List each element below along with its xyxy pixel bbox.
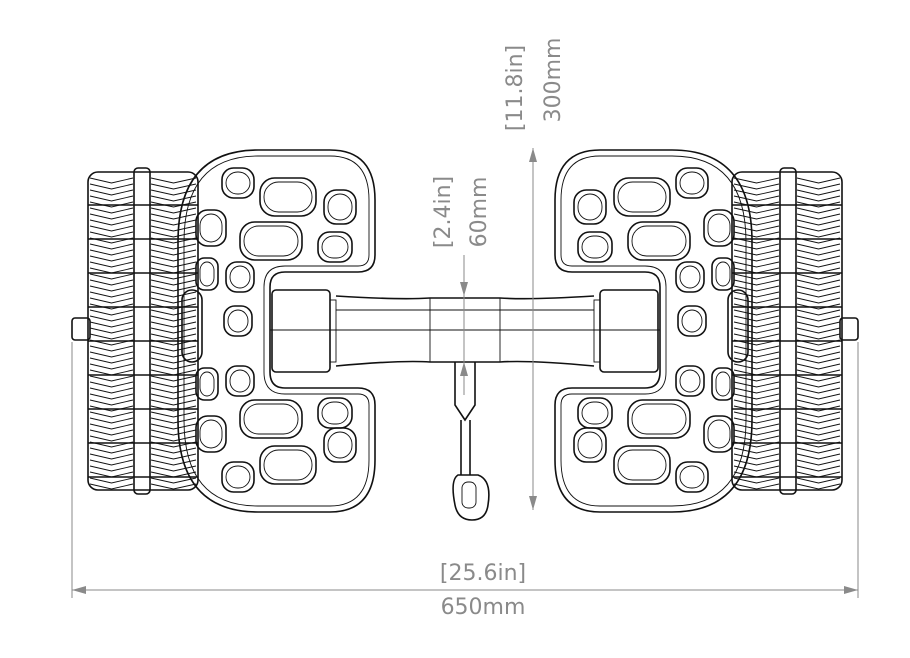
lightening-hole [225,171,251,195]
dimension-handle-offset: [2.4in] 60mm [431,176,492,395]
width-imperial-label: [25.6in] [440,561,526,586]
lightening-hole [239,221,303,261]
lightening-hole [225,261,255,293]
lightening-hole [221,461,255,493]
height-imperial-label: [11.8in] [503,45,528,131]
lightening-hole [323,427,357,463]
wheel-rim [133,167,151,495]
handle-slot [181,289,203,363]
lightening-hole [259,445,317,485]
lightening-hole [223,305,253,337]
lightening-hole [259,177,317,217]
center-bar [270,295,660,367]
lightening-hole [199,213,223,243]
lightening-hole [239,399,303,439]
lightening-hole [263,449,313,481]
bar-mount [271,289,331,373]
lightening-hole [263,181,313,213]
lightening-hole [195,367,219,401]
lightening-hole [199,261,215,287]
lightening-hole [321,401,349,425]
offset-imperial-label: [2.4in] [431,176,456,248]
width-metric-label: 650mm [441,595,526,620]
lightening-hole [225,365,255,397]
lightening-hole [243,225,299,257]
lightening-hole [221,167,255,199]
wheel [87,167,199,495]
lightening-hole [243,403,299,435]
lightening-hole [225,465,251,489]
lightening-hole [227,309,249,333]
left-assembly [71,149,376,513]
lightening-hole [199,371,215,397]
tow-handle [452,362,490,521]
lightening-hole [321,235,349,259]
lightening-hole [317,397,353,429]
dimension-height: [11.8in] 300mm [503,38,566,510]
platform-plate [177,149,376,513]
offset-metric-label: 60mm [467,177,492,248]
height-metric-label: 300mm [541,38,566,123]
lightening-hole [195,209,227,247]
lightening-hole [195,415,227,453]
lightening-hole [199,419,223,449]
lightening-hole [229,265,251,289]
lightening-hole [327,193,353,221]
lightening-hole [323,189,357,225]
lightening-hole [195,257,219,291]
dimension-width: [25.6in] 650mm [71,342,859,620]
lightening-hole [327,431,353,459]
axle-stub [71,317,91,341]
lightening-hole [229,369,251,393]
lightening-hole [317,231,353,263]
